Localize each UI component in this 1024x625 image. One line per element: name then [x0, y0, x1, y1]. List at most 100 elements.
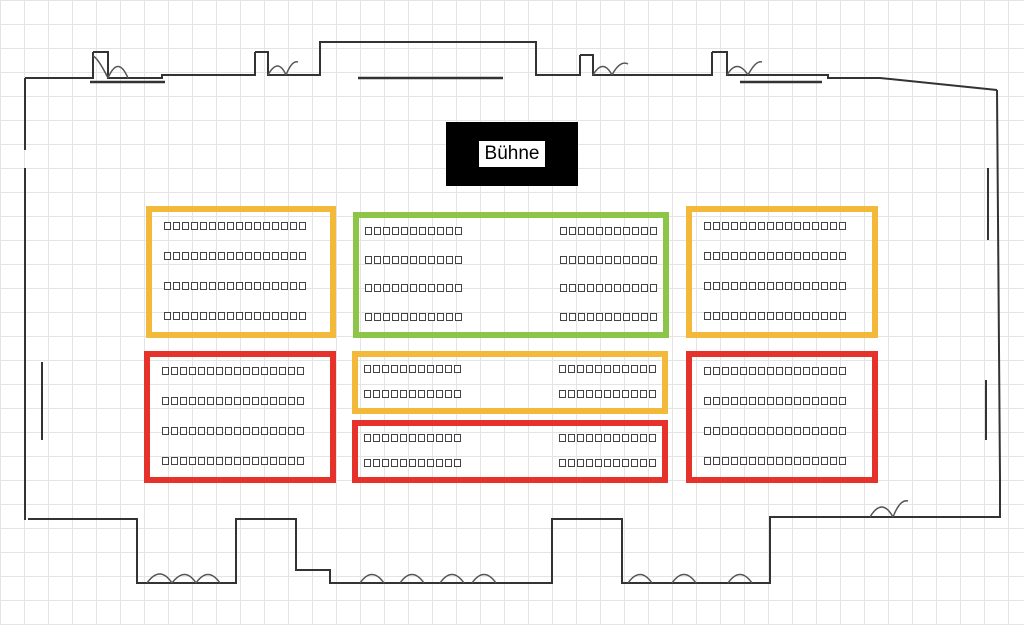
seat — [640, 434, 647, 442]
seat-row — [559, 434, 656, 443]
seat — [437, 256, 444, 264]
seat — [632, 256, 639, 264]
seat — [578, 313, 585, 321]
seat — [830, 312, 837, 320]
seat — [758, 457, 765, 465]
seat — [704, 312, 711, 320]
seat — [569, 313, 576, 321]
seating-block-left-rear — [144, 351, 336, 483]
seat — [614, 284, 621, 292]
seat — [821, 427, 828, 435]
seat — [365, 227, 372, 235]
seat — [713, 282, 720, 290]
seat — [839, 222, 846, 230]
seat — [290, 282, 297, 290]
seat — [173, 222, 180, 230]
seat — [577, 434, 584, 442]
seat — [373, 390, 380, 398]
seat — [245, 222, 252, 230]
seat — [281, 222, 288, 230]
seat — [749, 282, 756, 290]
seat — [614, 313, 621, 321]
seat — [446, 284, 453, 292]
seat — [596, 313, 603, 321]
seat — [704, 367, 711, 375]
seat — [227, 282, 234, 290]
seat — [713, 312, 720, 320]
seat — [437, 227, 444, 235]
seat-row — [364, 434, 461, 443]
seating-block-right-front — [686, 206, 878, 338]
seat-row — [559, 459, 656, 468]
seat — [401, 284, 408, 292]
seat — [207, 397, 214, 405]
seat — [236, 222, 243, 230]
seat — [569, 256, 576, 264]
seat — [821, 252, 828, 260]
seat — [785, 222, 792, 230]
seat — [245, 312, 252, 320]
seat — [749, 252, 756, 260]
seat — [785, 367, 792, 375]
seat — [261, 367, 268, 375]
seat — [749, 457, 756, 465]
seat — [216, 397, 223, 405]
seat — [436, 459, 443, 467]
seat — [383, 256, 390, 264]
seat — [839, 427, 846, 435]
seat — [722, 222, 729, 230]
seat — [299, 312, 306, 320]
seat — [794, 222, 801, 230]
seat — [382, 459, 389, 467]
seat-row — [365, 256, 462, 265]
seat — [758, 397, 765, 405]
seat — [568, 434, 575, 442]
seat — [189, 427, 196, 435]
seat — [252, 427, 259, 435]
seat — [270, 367, 277, 375]
seat — [254, 312, 261, 320]
seat — [785, 457, 792, 465]
seat — [400, 459, 407, 467]
seat — [812, 367, 819, 375]
seat — [245, 282, 252, 290]
seat — [216, 427, 223, 435]
seat — [454, 459, 461, 467]
seat — [586, 365, 593, 373]
seat — [445, 459, 452, 467]
seat — [162, 397, 169, 405]
seat — [785, 282, 792, 290]
seat — [427, 390, 434, 398]
seat — [704, 252, 711, 260]
seat — [577, 390, 584, 398]
seat — [622, 365, 629, 373]
seating-block-right-rear — [686, 351, 878, 483]
seat — [401, 256, 408, 264]
walls — [24, 41, 1001, 584]
seat — [830, 397, 837, 405]
seat — [604, 459, 611, 467]
seat — [164, 222, 171, 230]
seat — [270, 397, 277, 405]
seat — [263, 282, 270, 290]
seat — [839, 457, 846, 465]
seat — [364, 365, 371, 373]
seat — [605, 284, 612, 292]
seat — [261, 427, 268, 435]
seat — [373, 434, 380, 442]
seat — [382, 365, 389, 373]
seat — [419, 313, 426, 321]
seat — [436, 434, 443, 442]
seat — [263, 252, 270, 260]
seat — [587, 256, 594, 264]
seat-row — [559, 390, 656, 399]
seat — [209, 312, 216, 320]
seat — [758, 252, 765, 260]
seat — [713, 397, 720, 405]
seat — [812, 457, 819, 465]
seat — [559, 459, 566, 467]
seat — [785, 252, 792, 260]
seat — [767, 282, 774, 290]
seat — [749, 397, 756, 405]
seat-row — [164, 282, 306, 291]
